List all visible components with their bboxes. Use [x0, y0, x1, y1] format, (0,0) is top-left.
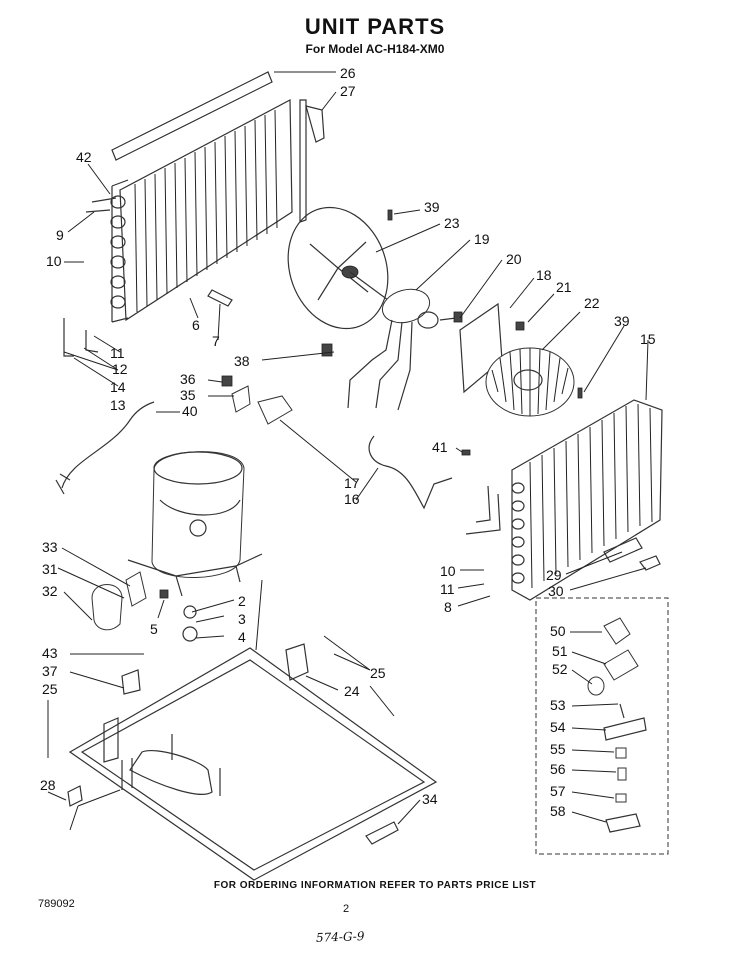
- callout-10-right: 10: [440, 563, 456, 579]
- callout-12: 12: [112, 361, 128, 377]
- callout-20: 20: [506, 251, 522, 267]
- callout-29: 29: [546, 567, 562, 583]
- callout-55: 55: [550, 741, 566, 757]
- callout-10: 10: [46, 253, 62, 269]
- document-number: 789092: [38, 898, 75, 910]
- callout-25-left: 25: [42, 681, 58, 697]
- callout-58: 58: [550, 803, 566, 819]
- callout-7: 7: [212, 333, 220, 349]
- callout-18: 18: [536, 267, 552, 283]
- callout-22: 22: [584, 295, 600, 311]
- coil-return-bends: [110, 195, 126, 309]
- callout-8: 8: [444, 599, 452, 615]
- callout-5: 5: [150, 621, 158, 637]
- callout-6: 6: [192, 317, 200, 333]
- callout-4: 4: [238, 629, 246, 645]
- callout-24: 24: [344, 683, 360, 699]
- callout-40: 40: [182, 403, 198, 419]
- callout-32: 32: [42, 583, 58, 599]
- coil-fins: [134, 109, 278, 313]
- callout-35: 35: [180, 387, 196, 403]
- page-number: 2: [343, 903, 350, 915]
- model-subtitle: For Model AC-H184-XM0: [305, 42, 445, 56]
- leader-lines: [47, 71, 649, 831]
- callout-31: 31: [42, 561, 58, 577]
- callout-13: 13: [110, 397, 126, 413]
- wiring-and-tubing-drawing: [55, 318, 471, 510]
- callout-53: 53: [550, 697, 566, 713]
- callout-16: 16: [344, 491, 360, 507]
- callout-23: 23: [444, 215, 460, 231]
- callout-3: 3: [238, 611, 246, 627]
- callout-39-lower: 39: [614, 313, 630, 329]
- callout-14: 14: [110, 379, 126, 395]
- handwritten-note: 574-G-9: [315, 929, 365, 945]
- callout-43: 43: [42, 645, 58, 661]
- callout-9: 9: [56, 227, 64, 243]
- callout-17: 17: [344, 475, 360, 491]
- control-assembly-inset: [535, 597, 669, 855]
- callout-25-right: 25: [370, 665, 386, 681]
- callout-57: 57: [550, 783, 566, 799]
- callout-54: 54: [550, 719, 566, 735]
- callout-51: 51: [552, 643, 568, 659]
- callout-21: 21: [556, 279, 572, 295]
- callout-52: 52: [552, 661, 568, 677]
- fan-motor-drawing: [287, 206, 463, 411]
- callout-15: 15: [640, 331, 656, 347]
- callout-28: 28: [40, 777, 56, 793]
- callout-30: 30: [548, 583, 564, 599]
- compressor-drawing: [91, 451, 263, 642]
- callout-42: 42: [76, 149, 92, 165]
- callout-38: 38: [234, 353, 250, 369]
- callout-39-upper: 39: [424, 199, 440, 215]
- base-pan-drawing: [67, 643, 438, 881]
- condenser-coil-drawing: [85, 71, 325, 323]
- callout-34: 34: [422, 791, 438, 807]
- callout-33: 33: [42, 539, 58, 555]
- callout-36: 36: [180, 371, 196, 387]
- callout-11-right: 11: [440, 581, 455, 597]
- blower-wheel-drawing: [387, 209, 583, 417]
- evaporator-coil-drawing: [465, 399, 663, 601]
- callout-11: 11: [110, 345, 125, 361]
- callout-19: 19: [474, 231, 490, 247]
- callout-2: 2: [238, 593, 246, 609]
- callout-37: 37: [42, 663, 58, 679]
- callout-27: 27: [340, 83, 356, 99]
- callout-labels: 26 27 42 9 10 6 7 11 12 14 13 39 23 19 2…: [40, 65, 656, 819]
- page-title: UNIT PARTS: [304, 14, 446, 39]
- callout-41: 41: [432, 439, 448, 455]
- callout-56: 56: [550, 761, 566, 777]
- callout-26: 26: [340, 65, 356, 81]
- callout-50: 50: [550, 623, 566, 639]
- ordering-note: FOR ORDERING INFORMATION REFER TO PARTS …: [213, 880, 537, 891]
